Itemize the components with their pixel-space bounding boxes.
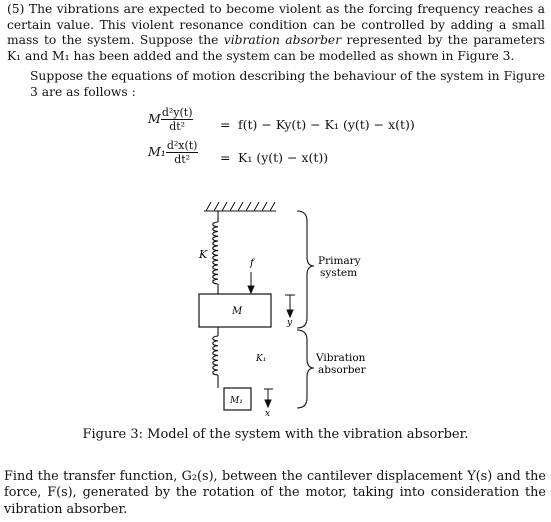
problem-text-tail: represented by the parameters K₁ and M₁ … — [7, 33, 545, 63]
brace-primary-line2: system — [320, 267, 357, 279]
figure-3-diagram: K f M y K₁ M₁ x Primary system Vibration… — [198, 201, 367, 419]
problem-number: (5) — [7, 2, 25, 16]
eq1-rhs: f(t) − Ky(t) − K₁ (y(t) − x(t)) — [238, 117, 415, 132]
eq1-fraction: d²y(t)dt² — [160, 106, 194, 133]
problem-paragraph-2: Suppose the equations of motion describi… — [30, 69, 545, 99]
label-m: M — [231, 306, 243, 317]
brace-absorber-line1: Vibration — [315, 352, 366, 364]
eq2-fraction: d²x(t)dt² — [165, 139, 199, 166]
eq2-equals: = — [220, 150, 231, 165]
label-m1: M₁ — [229, 396, 243, 406]
eq2-coefficient: M₁ — [148, 144, 166, 159]
label-y: y — [286, 318, 293, 328]
x-displacement-arrow — [264, 388, 273, 409]
ground-hatch — [204, 201, 276, 212]
eq1-numerator: d²y(t) — [160, 106, 194, 120]
spring-k — [212, 211, 219, 294]
label-x: x — [265, 409, 270, 419]
eq2-denominator: dt² — [174, 153, 191, 166]
eq2-rhs: K₁ (y(t) − x(t)) — [238, 150, 329, 165]
figure-caption: Figure 3: Model of the system with the v… — [82, 427, 469, 442]
mass-m1-block — [223, 387, 252, 411]
problem-paragraph-1: (5) The vibrations are expected to becom… — [7, 2, 545, 64]
question-paragraph: Find the transfer function, G₂(s), betwe… — [4, 469, 546, 517]
eq2-numerator: d²x(t) — [165, 139, 199, 153]
eq1-coefficient: M — [148, 111, 161, 126]
y-displacement-arrow — [285, 294, 295, 319]
brace-primary — [296, 210, 315, 329]
brace-absorber — [296, 329, 315, 409]
force-arrow — [247, 272, 255, 295]
eq1-equals: = — [220, 117, 231, 132]
brace-absorber-line2: absorber — [318, 364, 367, 376]
problem-text: The vibrations are expected to become vi… — [7, 2, 545, 48]
vibration-absorber-term: vibration absorber — [223, 33, 342, 48]
label-k: K — [198, 248, 208, 261]
label-k1: K₁ — [255, 354, 266, 364]
spring-k1 — [212, 327, 219, 388]
mass-m-block — [198, 293, 272, 328]
brace-primary-line1: Primary — [318, 255, 361, 267]
label-f: f — [249, 258, 256, 269]
eq1-denominator: dt² — [169, 120, 186, 133]
